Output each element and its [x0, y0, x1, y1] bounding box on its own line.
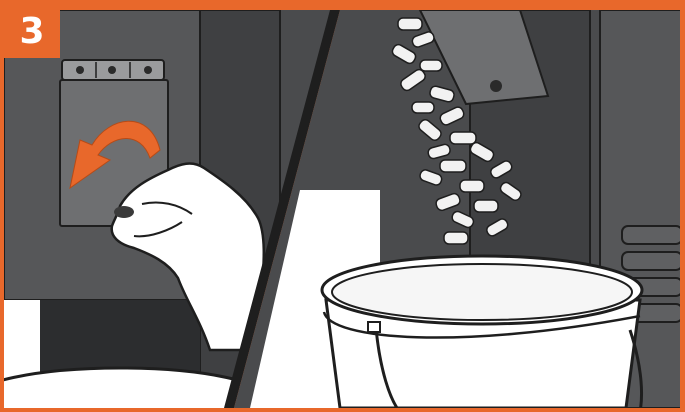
step-number-badge: 3: [4, 4, 60, 58]
bucket-illustration: [322, 256, 642, 412]
